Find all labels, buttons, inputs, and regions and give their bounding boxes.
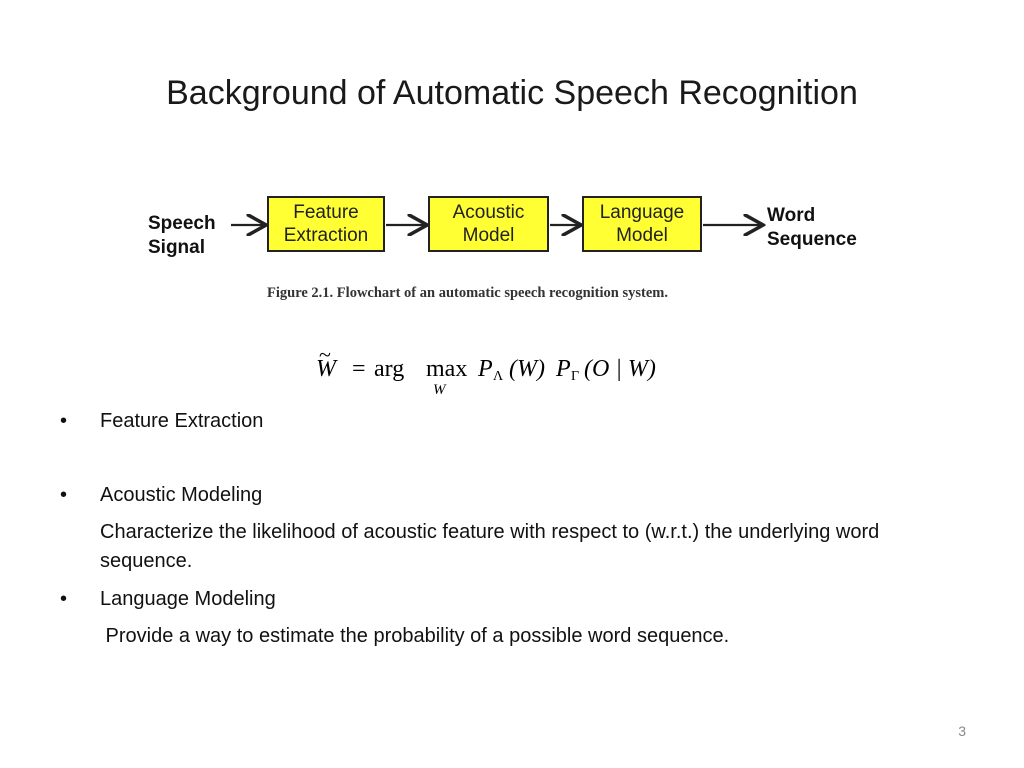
acoustic-model-label: Acoustic Model <box>452 202 525 246</box>
acoustic-model-box: Acoustic Model <box>428 196 549 252</box>
eq-gamma-subscript: Γ <box>571 369 580 384</box>
eq-arg: arg <box>374 356 405 382</box>
eq-p-gamma: P <box>556 356 571 382</box>
slide-title: Background of Automatic Speech Recogniti… <box>166 74 858 112</box>
acoustic-modeling-detail: Characterize the likelihood of acoustic … <box>100 521 880 572</box>
eq-w-hat: W <box>316 356 336 382</box>
eq-term-o-given-w: (O | W) <box>584 356 656 382</box>
bullet-marker: • <box>60 588 68 610</box>
language-model-label: Language Model <box>599 202 685 246</box>
page-number: 3 <box>958 723 966 739</box>
language-model-box: Language Model <box>582 196 702 252</box>
eq-lambda-subscript: Λ <box>493 369 504 384</box>
eq-p-lambda: P <box>478 356 493 382</box>
bullet-label: Acoustic Modeling <box>100 484 263 506</box>
feature-extraction-label: Feature Extraction <box>283 202 369 246</box>
bullet-label: Language Modeling <box>100 588 276 610</box>
eq-equals: = <box>352 356 366 382</box>
bullet-marker: • <box>60 410 68 432</box>
eq-max-subscript: W <box>433 382 446 398</box>
eq-tilde: ~ <box>319 342 331 367</box>
flow-input-label: Speech Signal <box>148 213 216 258</box>
feature-extraction-box: Feature Extraction <box>267 196 385 252</box>
figure-caption: Figure 2.1. Flowchart of an automatic sp… <box>267 285 668 301</box>
language-modeling-detail: Provide a way to estimate the probabilit… <box>100 625 730 647</box>
bullet-label: Feature Extraction <box>100 410 264 432</box>
eq-term-w: (W) <box>509 356 545 382</box>
bullet-marker: • <box>60 484 68 506</box>
flow-output-label: Word Sequence <box>767 205 857 250</box>
eq-max: max <box>426 356 468 382</box>
